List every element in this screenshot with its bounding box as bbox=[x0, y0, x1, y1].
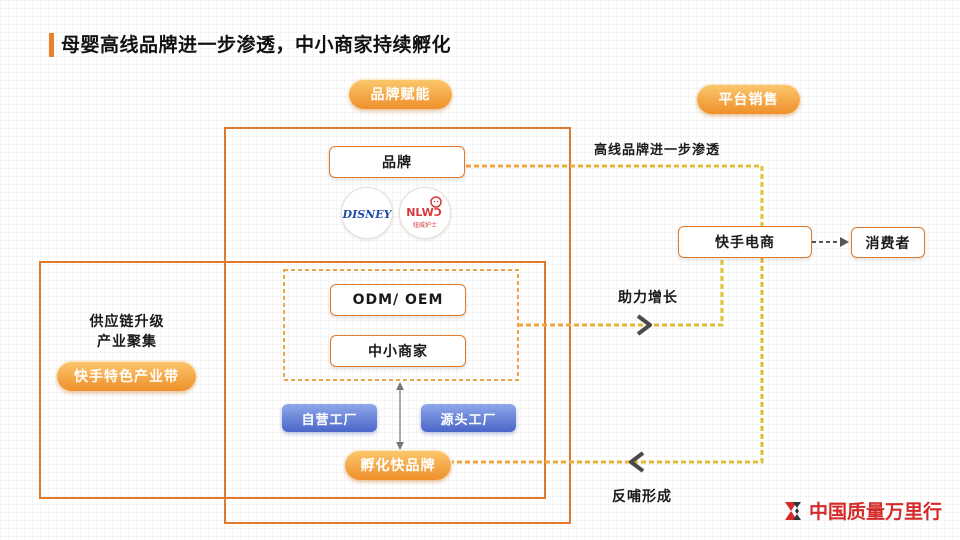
source-factory-pill: 源头工厂 bbox=[421, 404, 516, 432]
sme-box: 中小商家 bbox=[330, 335, 466, 367]
incubation-arrow-down bbox=[396, 442, 404, 450]
consumer-arrowhead bbox=[840, 237, 849, 247]
page-title: 母婴高线品牌进一步渗透，中小商家持续孵化 bbox=[61, 34, 452, 56]
disney-logo-icon: DISNEY bbox=[342, 208, 393, 221]
brand-empower-pill: 品牌赋能 bbox=[349, 79, 452, 109]
feedback-chevron-icon bbox=[629, 451, 645, 473]
brand-box: 品牌 bbox=[329, 146, 465, 178]
svg-text:纽威护士: 纽威护士 bbox=[413, 221, 437, 229]
supply-chain-label: 供应链升级 产业聚集 bbox=[72, 312, 182, 352]
title-accent-bar bbox=[49, 33, 54, 57]
high-end-penetration-label: 高线品牌进一步渗透 bbox=[594, 143, 721, 158]
brand-to-ecommerce-line bbox=[466, 164, 764, 226]
svg-text:中国质量万里行: 中国质量万里行 bbox=[809, 500, 942, 523]
ks-ecommerce-box: 快手电商 bbox=[678, 226, 812, 258]
sme-to-ecommerce-line bbox=[518, 258, 724, 327]
svg-text:DISNEY: DISNEY bbox=[342, 208, 392, 221]
platform-sales-pill: 平台销售 bbox=[697, 84, 800, 114]
supply-chain-line1: 供应链升级 bbox=[89, 314, 165, 330]
incubation-arrow-up bbox=[396, 382, 404, 390]
feedback-label: 反哺形成 bbox=[612, 489, 672, 505]
growth-chevron-icon bbox=[636, 314, 652, 336]
nlw-logo: NLWƆ 纽威护士 bbox=[399, 187, 451, 239]
supply-chain-line2: 产业聚集 bbox=[97, 334, 157, 350]
feedback-line bbox=[452, 258, 764, 464]
disney-logo: DISNEY bbox=[341, 187, 393, 239]
watermark-logo: 中国质量万里行 bbox=[783, 496, 960, 526]
incubate-brand-pill: 孵化快品牌 bbox=[345, 450, 451, 480]
nlw-logo-icon: NLWƆ 纽威护士 bbox=[406, 196, 442, 229]
odm-oem-box: ODM/ OEM bbox=[330, 284, 466, 316]
consumer-box: 消费者 bbox=[851, 227, 925, 258]
growth-boost-label: 助力增长 bbox=[618, 290, 678, 306]
kuaishou-belt-pill: 快手特色产业带 bbox=[57, 361, 196, 391]
self-factory-pill: 自营工厂 bbox=[282, 404, 377, 432]
watermark-logo-icon: 中国质量万里行 bbox=[785, 500, 942, 523]
supply-region-frame bbox=[39, 261, 546, 499]
svg-text:NLWƆ: NLWƆ bbox=[406, 206, 442, 219]
